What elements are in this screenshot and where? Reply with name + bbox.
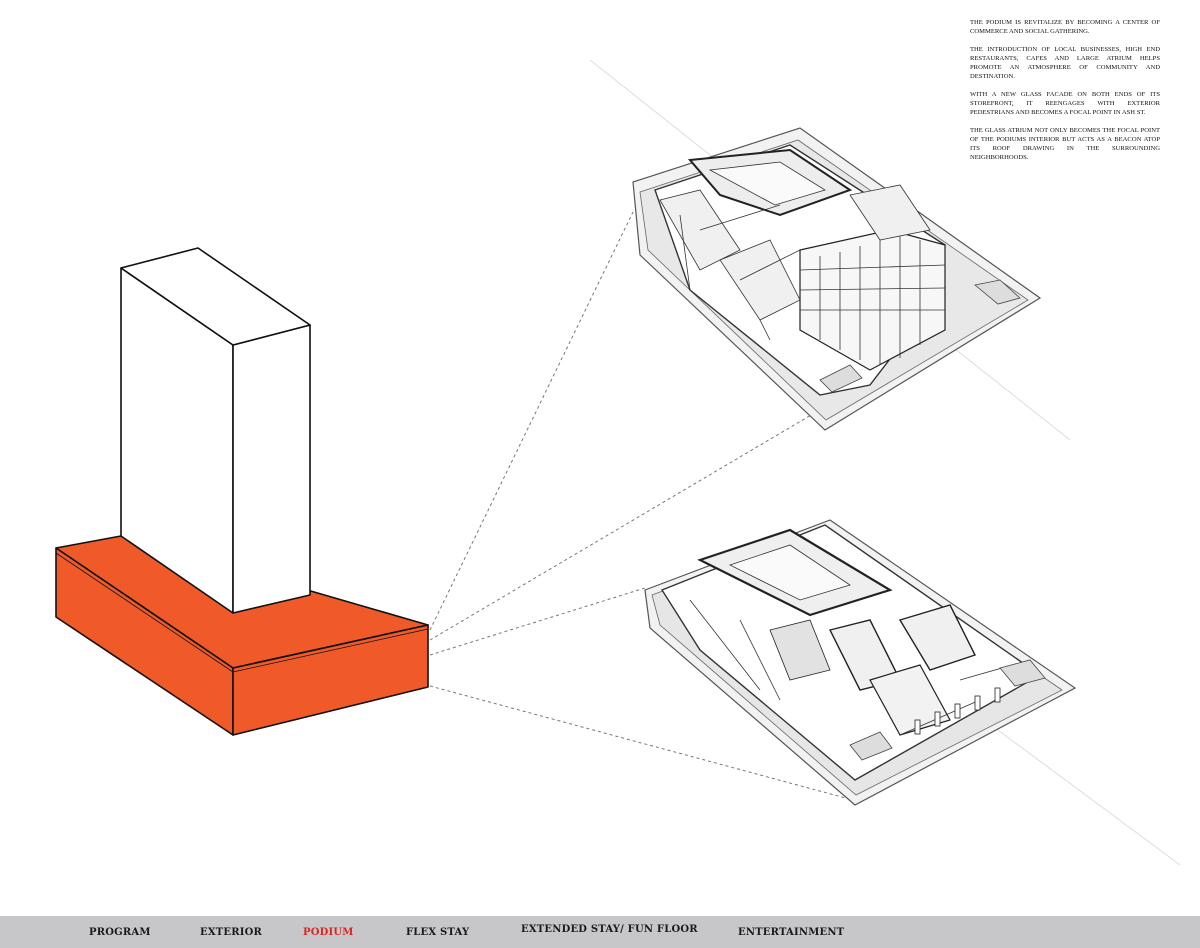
tower-top	[120, 247, 311, 346]
tower-side	[232, 324, 311, 614]
connector-lines	[429, 211, 854, 801]
lower-stairs	[849, 659, 1046, 761]
building-massing	[55, 247, 429, 736]
upper-stairs	[819, 279, 1021, 393]
lower-floor-plan	[644, 519, 1077, 806]
nav-item-podium[interactable]: PODIUM	[303, 927, 354, 938]
nav-item-program[interactable]: PROGRAM	[89, 927, 151, 938]
lower-columns	[914, 687, 1001, 735]
nav-item-extended-stay[interactable]: EXTENDED STAY/ FUN FLOOR	[521, 924, 698, 935]
podium-side	[232, 624, 429, 736]
nav-item-flex-stay[interactable]: FLEX STAY	[406, 927, 470, 938]
bottom-navigation: PROGRAM EXTERIOR PODIUM FLEX STAY EXTEND…	[0, 916, 1200, 948]
podium-edge	[55, 552, 429, 673]
nav-item-exterior[interactable]: EXTERIOR	[200, 927, 263, 938]
description-paragraph: THE PODIUM IS REVITALIZE BY BECOMING A C…	[970, 19, 1160, 35]
connector-line	[429, 587, 646, 656]
connector-line	[429, 407, 824, 641]
connector-line	[429, 211, 634, 631]
podium-description: THE PODIUM IS REVITALIZE BY BECOMING A C…	[970, 18, 1160, 171]
description-paragraph: THE GLASS ATRIUM NOT ONLY BECOMES THE FO…	[970, 127, 1160, 161]
upper-floor-plan	[632, 127, 1042, 431]
description-paragraph: THE INTRODUCTION OF LOCAL BUSINESSES, HI…	[970, 46, 1160, 80]
description-paragraph: WITH A NEW GLASS FACADE ON BOTH ENDS OF …	[970, 91, 1160, 116]
connector-line	[429, 685, 854, 801]
nav-item-entertainment[interactable]: ENTERTAINMENT	[738, 927, 845, 938]
